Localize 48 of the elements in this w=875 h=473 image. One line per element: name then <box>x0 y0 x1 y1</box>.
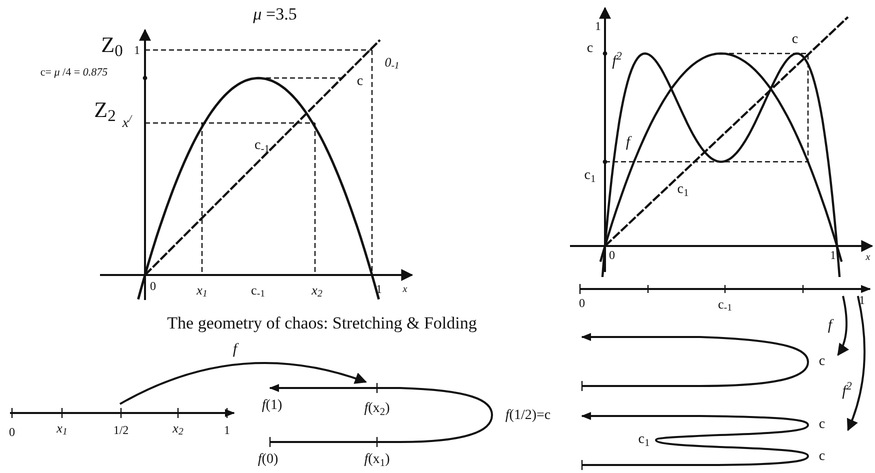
math-label: x <box>402 285 408 295</box>
math-label: 1 <box>859 294 865 306</box>
math-label: x$_{1}$ <box>56 422 68 434</box>
edge-label: f <box>828 318 832 334</box>
math-label: c$_{-1}$ <box>254 139 270 153</box>
math-label: 1 <box>376 283 382 295</box>
math-label: c$_{-1}$ <box>718 298 732 310</box>
math-label: x$_{1}$ <box>196 284 208 296</box>
math-label: c <box>818 355 826 369</box>
curved-arrow <box>119 362 367 405</box>
math-label: c$_{1}$ <box>677 183 689 197</box>
math-label: c$_{-1}$ <box>251 284 265 296</box>
math-label: 0 <box>579 297 585 309</box>
math-label: c <box>792 33 798 47</box>
math-label: f(x$_{2}$) <box>364 402 390 416</box>
math-label: The geometry of chaos: Stretching & Folding <box>167 314 477 332</box>
math-label: f(1/2)=c <box>505 409 551 423</box>
math-label: f <box>626 136 630 150</box>
math-label: c$_{1}$ <box>584 169 596 183</box>
math-label: c <box>586 42 594 56</box>
math-label: 1 <box>224 424 230 436</box>
math-label: 0 <box>150 280 156 292</box>
math-label: f(0) <box>258 453 278 467</box>
math-label: c <box>818 418 826 432</box>
math-label: c= μ /4 = 0.875 <box>40 68 108 78</box>
edge-label: f <box>232 342 238 358</box>
math-label: 0 <box>609 249 615 261</box>
math-label: c <box>818 450 826 464</box>
math-label: μ =3.5 <box>253 6 297 22</box>
math-label: c <box>356 75 364 89</box>
math-label: f$^{2}$ <box>612 54 622 70</box>
math-label: Z$_{2}$ <box>94 99 116 121</box>
math-label: c$_{1}$ <box>638 433 650 447</box>
math-label: 1 <box>595 20 601 32</box>
edge-label: f$^{2}$ <box>842 384 852 400</box>
math-label: 0 <box>9 426 15 438</box>
math-label: x$_{2}$ <box>172 422 184 434</box>
math-label: Z$_{0}$ <box>101 34 123 56</box>
math-label: f(1) <box>262 399 282 413</box>
math-label: x$^{/}$ <box>122 117 132 131</box>
math-label: 0$_{-1}$ <box>384 56 400 68</box>
math-label: 1/2 <box>113 424 129 436</box>
math-label: 1 <box>134 44 140 56</box>
curved-arrow <box>837 296 849 356</box>
math-label: 1 <box>830 249 836 261</box>
math-label: x <box>866 253 870 263</box>
math-label: x$_{2}$ <box>312 284 322 296</box>
curved-arrow <box>846 296 866 432</box>
